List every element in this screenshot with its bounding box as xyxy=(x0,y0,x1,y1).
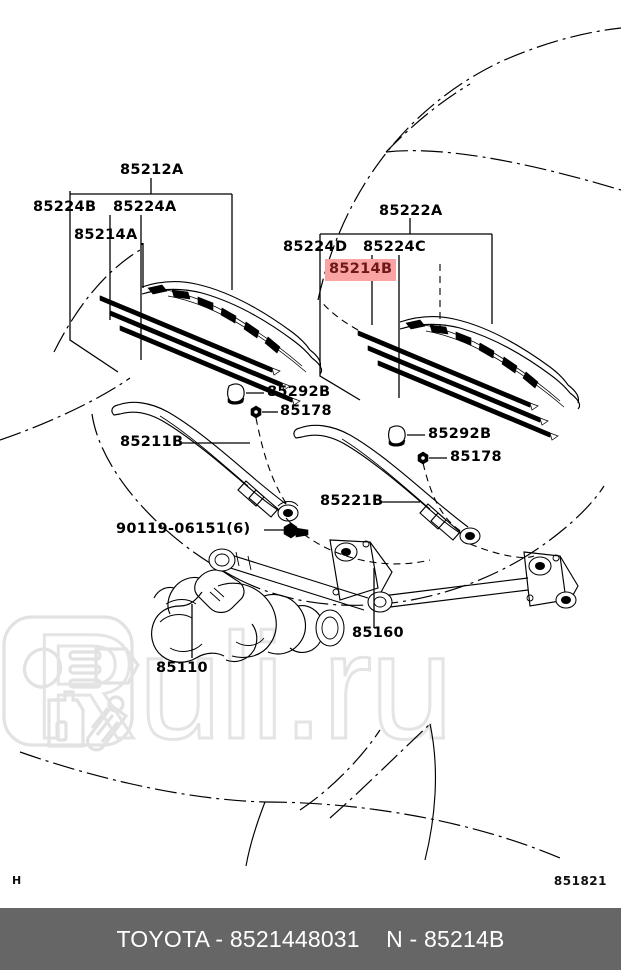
part-label-85292B-right[interactable]: 85292B xyxy=(428,426,492,442)
part-label-85178-left[interactable]: 85178 xyxy=(280,403,332,419)
part-label-85212A[interactable]: 85212A xyxy=(120,162,184,178)
part-label-85110[interactable]: 85110 xyxy=(156,660,208,676)
part-label-90119-06151[interactable]: 90119-06151(6) xyxy=(116,521,251,537)
sheet-mark-left: H xyxy=(12,874,22,887)
wiper-link-assembly xyxy=(208,539,579,613)
bolt-90119 xyxy=(283,522,309,539)
wiper-blade-right xyxy=(357,316,581,441)
caption-bar: TOYOTA - 8521448031 N - 85214B xyxy=(0,908,621,970)
wiper-arm-right xyxy=(293,424,481,545)
part-label-85178-right[interactable]: 85178 xyxy=(450,449,502,465)
part-label-85224C[interactable]: 85224C xyxy=(363,239,426,255)
leader-lines-left xyxy=(69,178,233,373)
assembly-reference-lines xyxy=(255,264,535,565)
caption-text: TOYOTA - 8521448031 N - 85214B xyxy=(116,925,505,952)
part-label-85211B[interactable]: 85211B xyxy=(120,434,184,450)
wiper-arm-nut-left xyxy=(250,405,262,419)
part-label-85214A[interactable]: 85214A xyxy=(74,227,138,243)
wiper-motor-assembly xyxy=(151,569,345,663)
wiper-arm-cap-right xyxy=(388,425,406,447)
part-label-85224A[interactable]: 85224A xyxy=(113,199,177,215)
part-label-85214B-highlighted[interactable]: 85214B xyxy=(325,259,397,281)
wiper-arm-left xyxy=(111,401,299,522)
technical-drawing xyxy=(0,27,621,867)
vehicle-body-outline xyxy=(0,27,621,867)
watermark-text: Ruli.ru xyxy=(32,602,451,770)
callout-leaders xyxy=(180,392,447,658)
sheet-code-right: 851821 xyxy=(553,874,607,888)
watermark-layer: Ruli.ru xyxy=(2,601,455,772)
wiper-blade-left xyxy=(99,281,323,406)
part-label-85292B-left[interactable]: 85292B xyxy=(267,384,331,400)
wiper-arm-nut-right xyxy=(417,451,429,465)
ruli-logo xyxy=(2,615,140,752)
part-label-85224B[interactable]: 85224B xyxy=(33,199,97,215)
part-label-85224D[interactable]: 85224D xyxy=(283,239,348,255)
part-label-85222A[interactable]: 85222A xyxy=(379,203,443,219)
wiper-arm-cap-left xyxy=(227,383,245,405)
part-label-85160[interactable]: 85160 xyxy=(352,625,404,641)
part-label-85221B[interactable]: 85221B xyxy=(320,493,384,509)
diagram-canvas: Ruli.ru xyxy=(0,27,621,888)
